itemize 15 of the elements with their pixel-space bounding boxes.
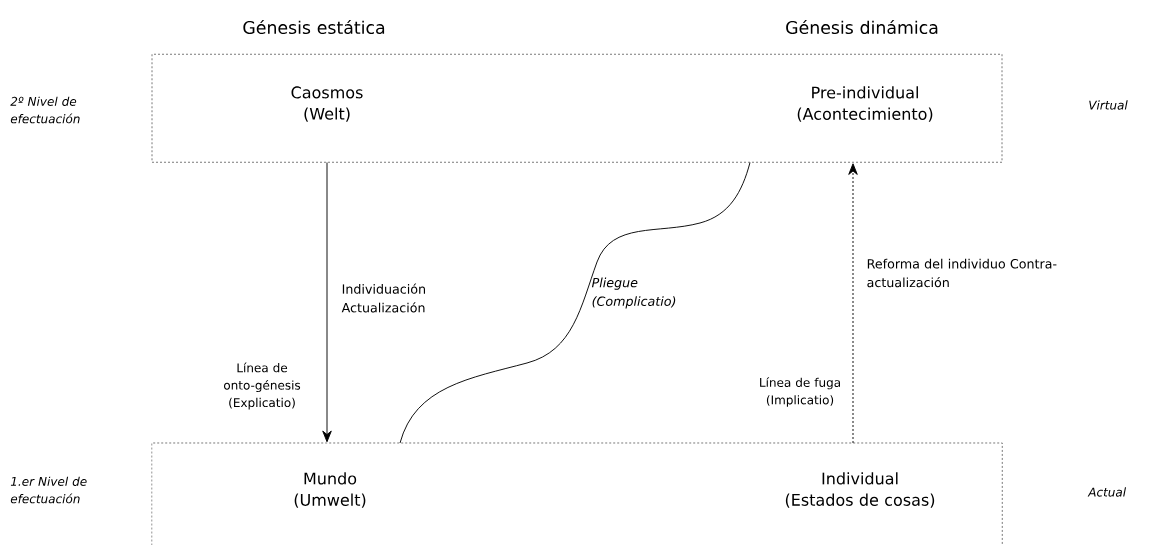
dotted-box: Caosmos (Welt) Pre-individual (Acontecimiento) [151, 54, 1003, 163]
arrow [848, 163, 858, 444]
level-label: 2º Nivel de efectuación [10, 96, 80, 124]
edge-label: Individuación Actualización [341, 283, 425, 313]
side-label: Actual [1087, 487, 1127, 497]
level-label: 1.er Nivel de efectuación [10, 476, 87, 504]
edge-label: Reforma del individuo Contra-actualización [867, 258, 1057, 288]
arrow [322, 162, 332, 443]
dotted-box: Mundo (Umwelt) Individual (Estados de cosas) [151, 442, 1003, 545]
side-label: Virtual [1089, 100, 1128, 110]
line-label: Línea de fuga (Implicatio) [760, 377, 840, 407]
edge-label: Pliegue (Complicatio) [591, 277, 676, 309]
column-heading: Génesis estática [243, 19, 385, 35]
line-label: Línea de onto-génesis (Explicatio) [224, 362, 301, 410]
column-heading: Génesis dinámica [786, 19, 938, 35]
